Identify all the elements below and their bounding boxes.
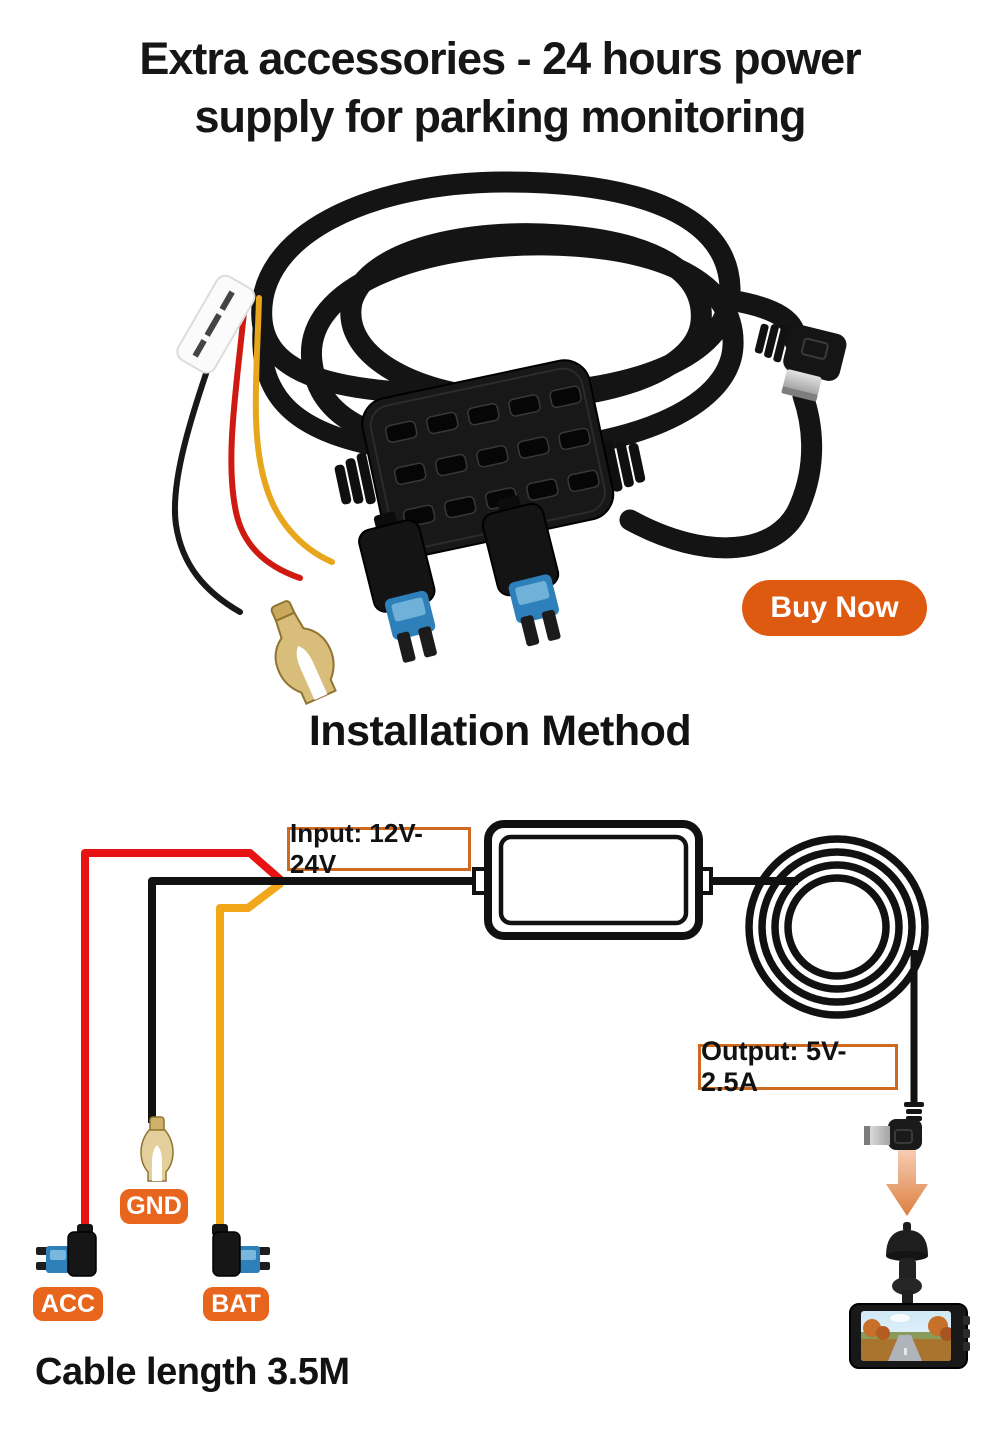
bat-label: BAT: [203, 1287, 269, 1321]
acc-fuse-tap-icon: [36, 1224, 97, 1277]
wire-yellow: [216, 879, 284, 1232]
photo-fork-terminal: [270, 600, 337, 705]
installation-heading: Installation Method: [308, 707, 692, 755]
page-title: Extra accessories - 24 hours power suppl…: [0, 30, 1000, 145]
input-callout: Input: 12V-24V: [287, 818, 471, 879]
page-title-line1: Extra accessories - 24 hours power: [139, 33, 861, 84]
power-box: [472, 820, 713, 940]
cable-length-note: Cable length 3.5M: [35, 1351, 350, 1393]
bat-fuse-tap-icon: [212, 1224, 270, 1277]
usb-connector-icon: [864, 1102, 924, 1150]
wire-red: [81, 849, 286, 1232]
wire-black: [148, 877, 473, 1123]
dashcam-illustration: [849, 1222, 970, 1369]
dashcam-screen-scene: [861, 1314, 951, 1361]
acc-label: ACC: [33, 1287, 103, 1321]
fork-terminal-icon: [140, 1116, 174, 1182]
photo-wire-label: [176, 274, 256, 374]
cable-coil: [745, 835, 929, 1019]
photo-fuse-tap-1: [358, 511, 437, 663]
installation-diagram: [36, 820, 970, 1369]
product-photo: [172, 171, 847, 705]
photo-cable-loops: [251, 171, 823, 559]
down-arrow-icon: [886, 1150, 928, 1216]
photo-fuse-tap-2: [481, 495, 561, 647]
gnd-label: GND: [120, 1189, 188, 1224]
photo-junction-box: [334, 359, 646, 559]
photo-usb-connector: [754, 323, 847, 402]
output-callout: Output: 5V-2.5A: [698, 1036, 898, 1097]
buy-now-button[interactable]: Buy Now: [742, 580, 927, 636]
page-title-line2: supply for parking monitoring: [194, 90, 807, 142]
